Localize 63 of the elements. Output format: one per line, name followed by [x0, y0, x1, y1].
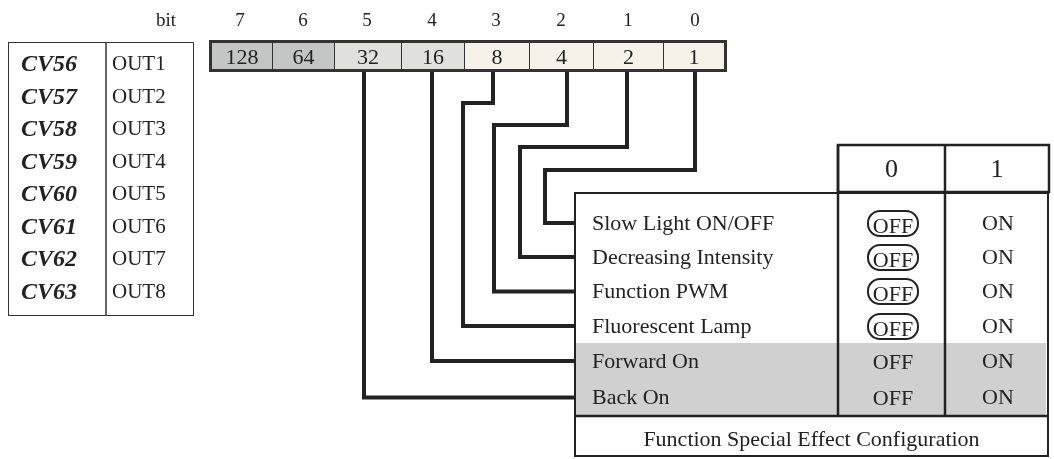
cv-number: CV56 [21, 51, 77, 75]
output-name: OUT5 [112, 183, 166, 204]
cv-number: CV58 [21, 116, 77, 140]
function-row [576, 378, 1046, 416]
bit-number: 7 [234, 10, 246, 29]
bit-number: 5 [361, 10, 373, 29]
connector-line [492, 72, 574, 294]
function-name: Forward On [592, 349, 699, 372]
connector-line [430, 72, 574, 363]
bit-value-cell: 1 [663, 40, 727, 72]
column-header: 1 [989, 156, 1005, 182]
connector-line [362, 72, 574, 400]
output-name: OUT2 [112, 85, 166, 107]
axis-label: bit [154, 10, 178, 29]
bit-value-cell: 4 [529, 40, 593, 72]
table-footer: Function Special Effect Configuration [576, 428, 1047, 450]
circled-value: OFF [867, 278, 919, 305]
output-name: OUT7 [112, 248, 166, 269]
bit-value-cell: 2 [593, 40, 663, 72]
function-row [576, 342, 1046, 379]
bit-number: 2 [555, 10, 567, 29]
connector-line [543, 72, 697, 225]
function-name: Slow Light ON/OFF [592, 211, 775, 234]
function-name: Decreasing Intensity [592, 245, 774, 268]
cv-number: CV60 [21, 181, 77, 205]
cv-number: CV63 [21, 278, 77, 303]
value-text: ON [981, 386, 1015, 408]
value-text: OFF [871, 347, 915, 375]
function-name: Function PWM [592, 280, 729, 302]
circled-value: OFF [867, 312, 919, 340]
output-name: OUT8 [112, 280, 166, 302]
cv-number: CV61 [21, 213, 77, 238]
bit-number: 0 [689, 10, 701, 29]
column-header: 0 [884, 156, 899, 182]
output-name: OUT6 [112, 215, 166, 237]
bit-value-cell: 32 [334, 40, 401, 72]
bit-number: 1 [622, 10, 634, 29]
function-table [574, 192, 1049, 457]
function-name: Back On [592, 386, 670, 408]
value-text: ON [981, 280, 1015, 302]
function-name: Fluorescent Lamp [592, 314, 752, 337]
value-text: ON [981, 349, 1015, 372]
bit-value-cell: 64 [272, 40, 334, 72]
bit-value-cell: 8 [464, 40, 529, 72]
value-text: ON [981, 245, 1015, 268]
cv-number: CV57 [21, 83, 77, 108]
connector-line [461, 72, 574, 328]
output-name: OUT4 [112, 150, 166, 172]
output-name: OUT1 [112, 53, 166, 74]
value-text: ON [981, 211, 1015, 234]
value-text: ON [981, 314, 1015, 337]
bit-value-cell: 128 [209, 40, 272, 72]
cv-number: CV62 [21, 246, 77, 270]
bit-number: 6 [297, 10, 309, 29]
cv-number: CV59 [21, 148, 77, 173]
output-name: OUT3 [112, 118, 166, 139]
value-text: OFF [871, 384, 915, 411]
connector-line [518, 72, 629, 259]
bit-number: 3 [490, 10, 502, 29]
circled-value: OFF [867, 209, 919, 237]
bit-value-cell: 16 [401, 40, 464, 72]
bit-number: 4 [426, 10, 438, 29]
circled-value: OFF [867, 243, 919, 271]
